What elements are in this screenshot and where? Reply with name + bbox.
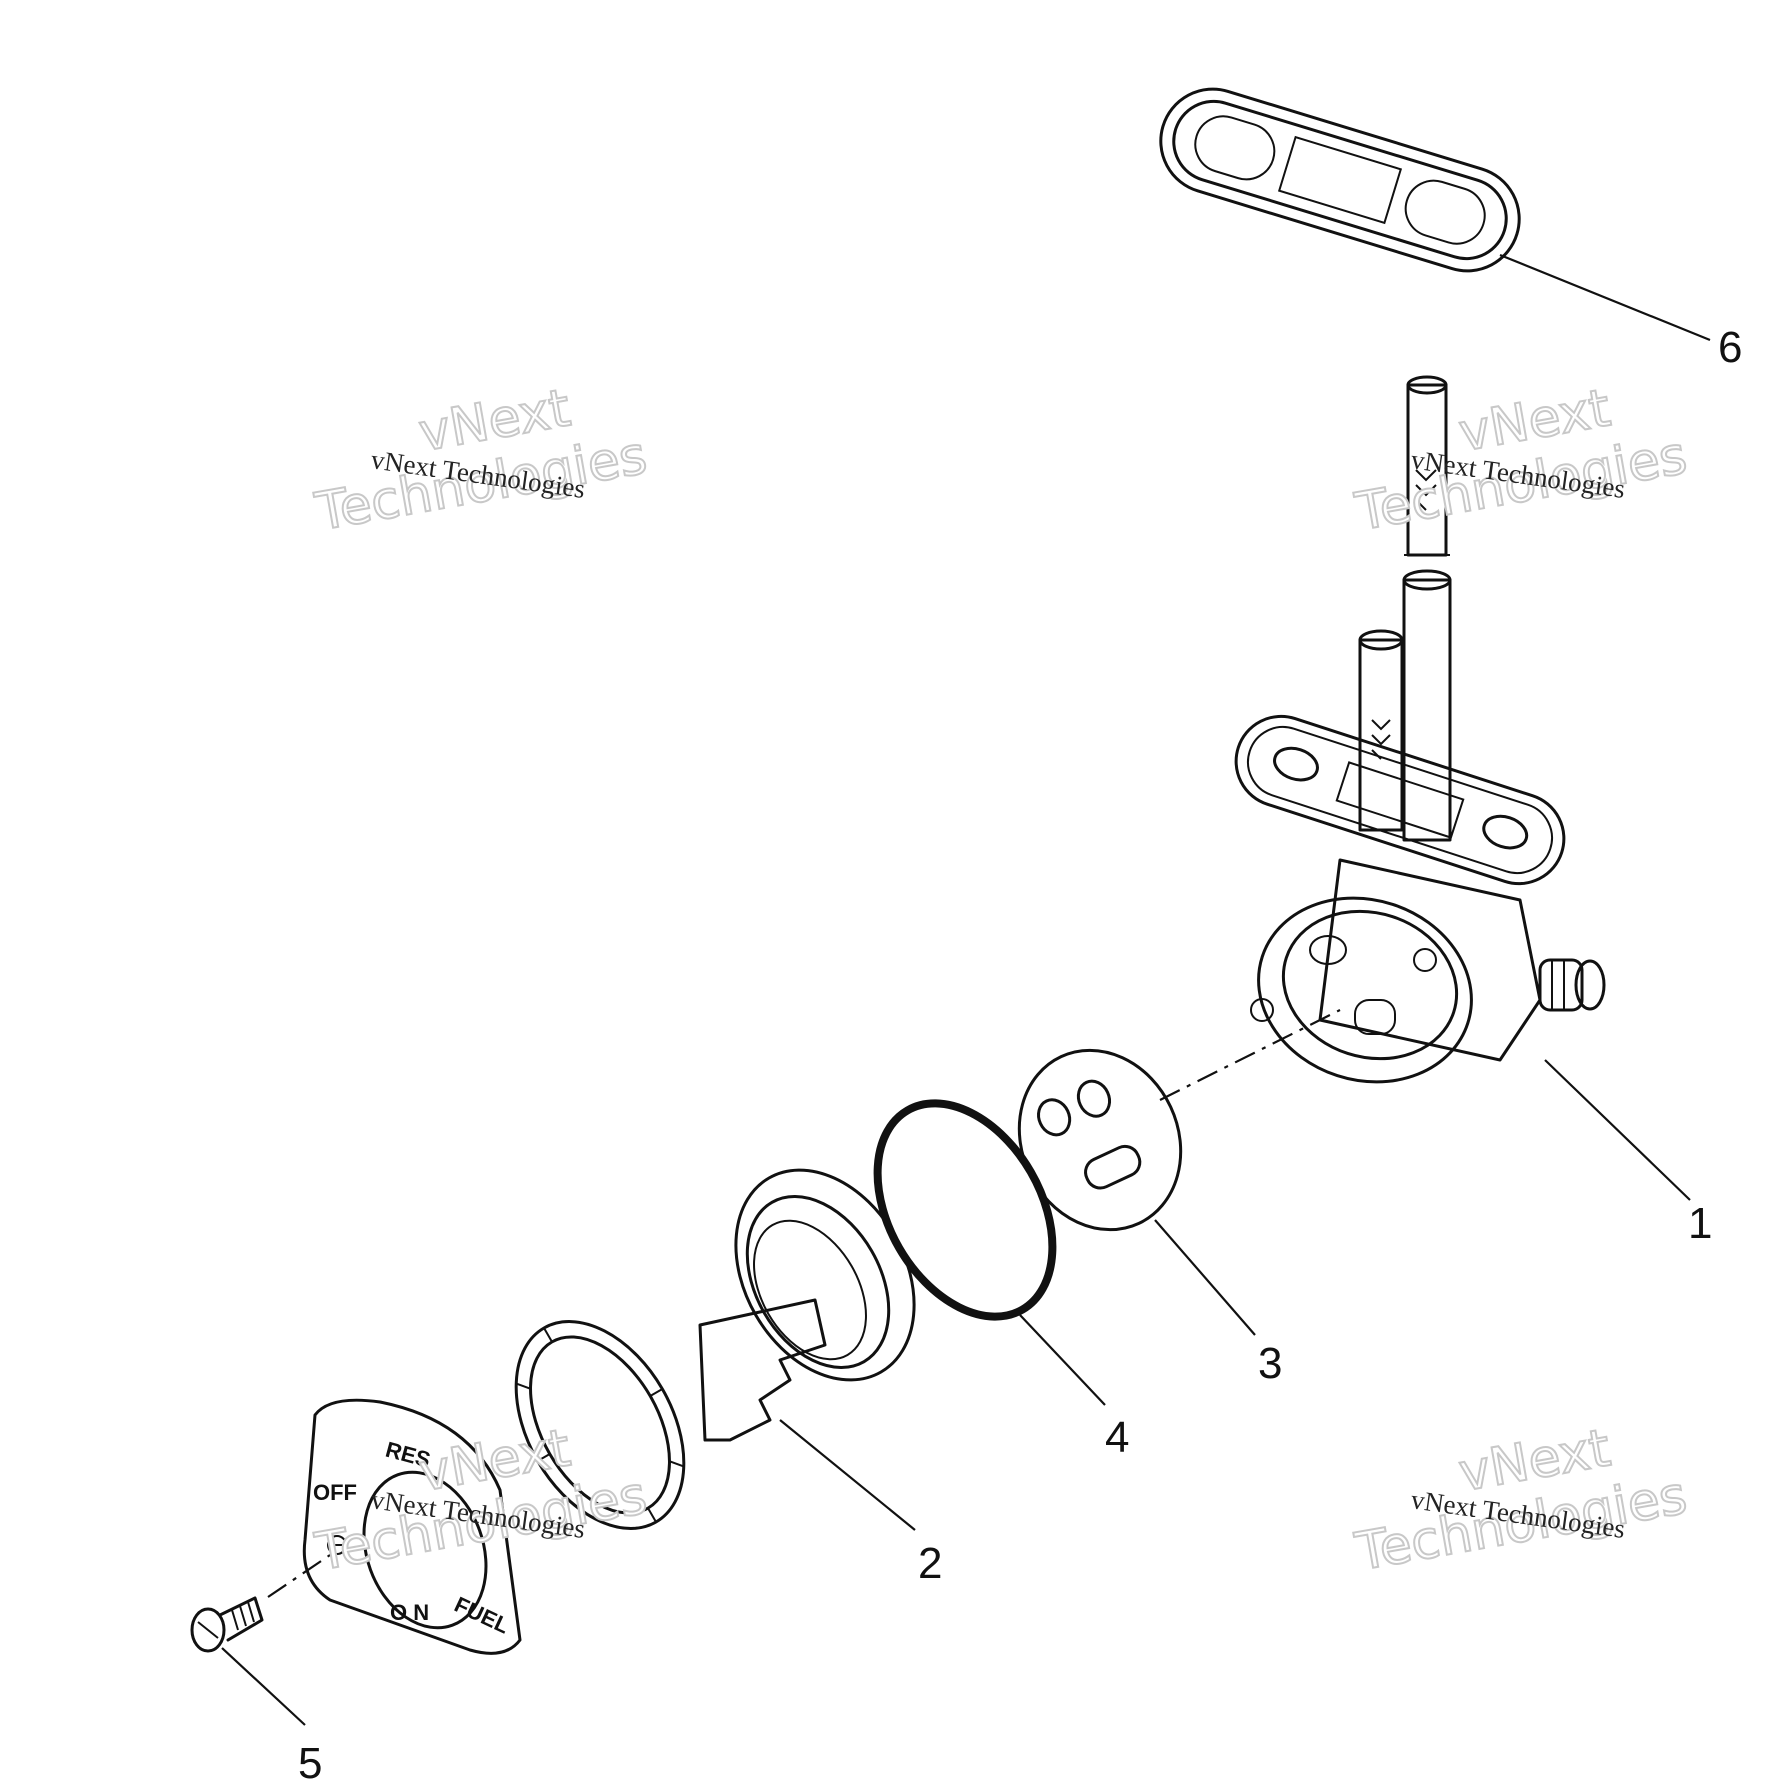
callout-1: 1 <box>1688 1199 1712 1248</box>
plate-label-off: OFF <box>313 1480 357 1505</box>
part-3-valve-seal <box>1017 1048 1183 1232</box>
leader-line-3 <box>1154 1219 1256 1336</box>
callout-5: 5 <box>298 1739 322 1788</box>
part-5-screw <box>190 1596 264 1653</box>
watermark-bottom-right: vNext Technologies <box>1350 1417 1692 1584</box>
part-1-fuel-cock-body <box>1234 375 1606 1084</box>
watermark-top-left: vNext Technologies <box>310 377 652 544</box>
part-6-gasket <box>1159 87 1521 273</box>
callout-3: 3 <box>1258 1339 1282 1388</box>
plate-label-fuel: FUEL <box>451 1592 514 1639</box>
leader-line-4 <box>1019 1314 1106 1406</box>
leader-line-5 <box>221 1647 306 1726</box>
leader-line-6 <box>1499 253 1711 342</box>
part-2-lever <box>698 1168 916 1442</box>
axis-line-seal-to-body <box>1159 1009 1341 1101</box>
wave-washer <box>514 1320 686 1530</box>
plate-label-on: O N <box>390 1600 429 1625</box>
axis-line-screw-to-plate <box>267 1554 331 1598</box>
leader-line-1 <box>1544 1059 1691 1201</box>
leader-line-2 <box>779 1419 916 1531</box>
callout-6: 6 <box>1718 323 1742 372</box>
part-4-o-ring <box>873 1099 1057 1321</box>
callout-4: 4 <box>1105 1413 1129 1462</box>
callout-2: 2 <box>918 1539 942 1588</box>
watermark-top-right: vNext Technologies <box>1350 377 1692 544</box>
